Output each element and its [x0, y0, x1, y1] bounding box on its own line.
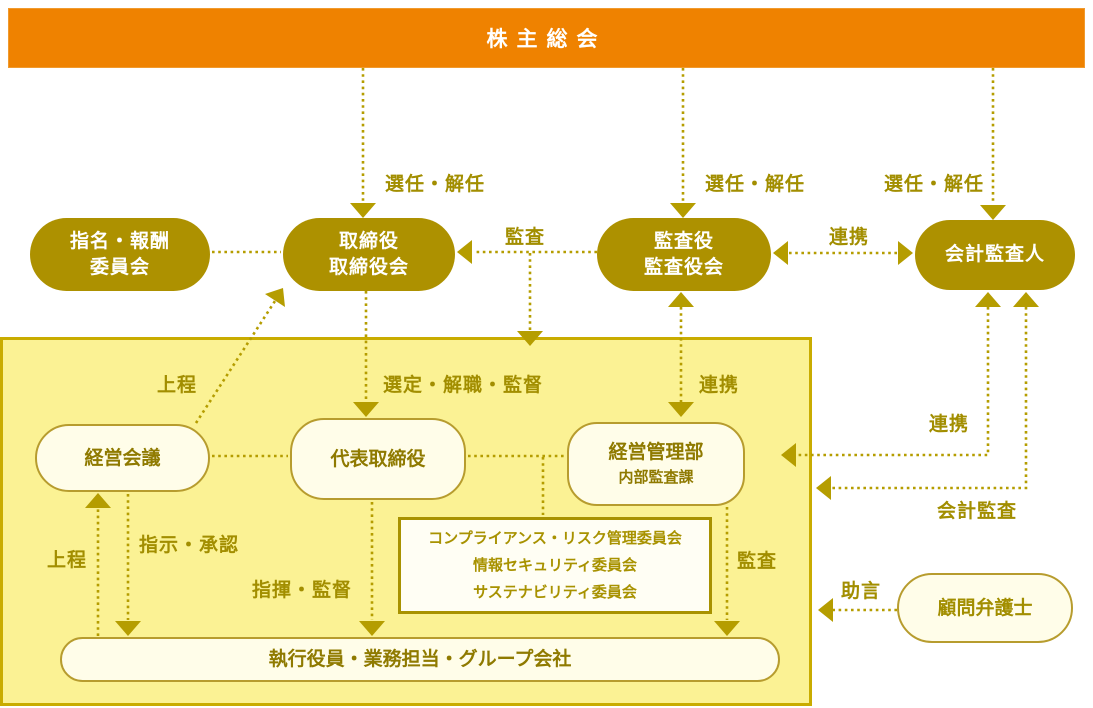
board-line2: 取締役会 [328, 255, 409, 278]
label-appoint-dismiss-1: 選任・解任 [385, 173, 486, 195]
label-command-supervise: 指揮・監督 [252, 579, 353, 601]
label-appoint-dismiss-2: 選任・解任 [705, 173, 806, 195]
shareholders-meeting-label: 株主総会 [486, 27, 607, 51]
nomination-committee-line1: 指名・報酬 [69, 229, 170, 252]
committee-sustainability: サステナビリティ委員会 [473, 583, 637, 601]
label-select-dismiss-supervise: 選定・解職・監督 [383, 374, 544, 396]
label-instruction-approval: 指示・承認 [139, 534, 240, 556]
arrowhead-up-cooperation-mid [668, 292, 694, 307]
box-committees: コンプライアンス・リスク管理委員会 情報セキュリティ委員会 サステナビリティ委員… [398, 517, 712, 614]
auditors-line2: 監査役会 [643, 255, 724, 278]
label-cooperation-top: 連携 [829, 226, 870, 248]
label-cooperation-right: 連携 [929, 413, 970, 435]
label-submission-lower: 上程 [47, 549, 88, 571]
label-appoint-dismiss-3: 選任・解任 [884, 173, 985, 195]
label-advice: 助言 [841, 580, 882, 602]
auditors-line1: 監査役 [653, 229, 714, 252]
box-representative-director: 代表取締役 [290, 418, 466, 500]
arrowhead-left-advice [818, 598, 833, 622]
arrowhead-right-cooperation-top [898, 241, 913, 265]
arrowhead-diagonal-submission [265, 288, 285, 307]
box-shareholders-meeting: 株主総会 [8, 8, 1085, 68]
line-accounting-audit [831, 307, 1028, 490]
committee-information-security: 情報セキュリティ委員会 [472, 556, 638, 574]
box-nomination-remuneration-committee: 指名・報酬 委員会 [30, 218, 210, 291]
label-audit-lower: 監査 [737, 550, 778, 572]
label-accounting-audit: 会計監査 [937, 500, 1018, 522]
box-management-department: 経営管理部 内部監査課 [567, 422, 745, 506]
arrowhead-down-accounting [980, 205, 1006, 220]
nomination-committee-line2: 委員会 [89, 255, 150, 278]
arrowhead-down-auditors [670, 203, 696, 218]
committee-compliance-risk: コンプライアンス・リスク管理委員会 [428, 529, 682, 547]
management-meeting-label: 経営会議 [84, 446, 161, 469]
label-audit-top: 監査 [505, 226, 546, 248]
management-dept-label: 経営管理部 [608, 441, 704, 464]
representative-director-label: 代表取締役 [330, 447, 426, 470]
executive-officers-label: 執行役員・業務担当・グループ会社 [268, 648, 572, 671]
arrowhead-left-cooperation-top [773, 241, 788, 265]
label-cooperation-mid: 連携 [699, 374, 740, 396]
box-management-meeting: 経営会議 [35, 424, 210, 492]
internal-audit-section-label: 内部監査課 [618, 468, 694, 487]
arrowhead-up-cooperation-right [975, 292, 1001, 307]
arrowhead-up-accounting-audit [1013, 292, 1039, 307]
arrowhead-left-accounting-audit [816, 476, 831, 500]
accounting-auditor-label: 会計監査人 [944, 243, 1045, 266]
box-executive-officers: 執行役員・業務担当・グループ会社 [60, 637, 780, 682]
board-line1: 取締役 [338, 229, 399, 252]
legal-advisor-label: 顧問弁護士 [937, 596, 1033, 619]
arrowhead-left-audit [457, 240, 472, 264]
arrowhead-down-board [350, 203, 376, 218]
box-audit-and-supervisory-board: 監査役 監査役会 [597, 218, 771, 291]
box-legal-advisor: 顧問弁護士 [897, 573, 1073, 643]
label-submission-upper: 上程 [157, 374, 198, 396]
box-accounting-auditor: 会計監査人 [915, 220, 1075, 290]
box-board-of-directors: 取締役 取締役会 [283, 218, 455, 291]
